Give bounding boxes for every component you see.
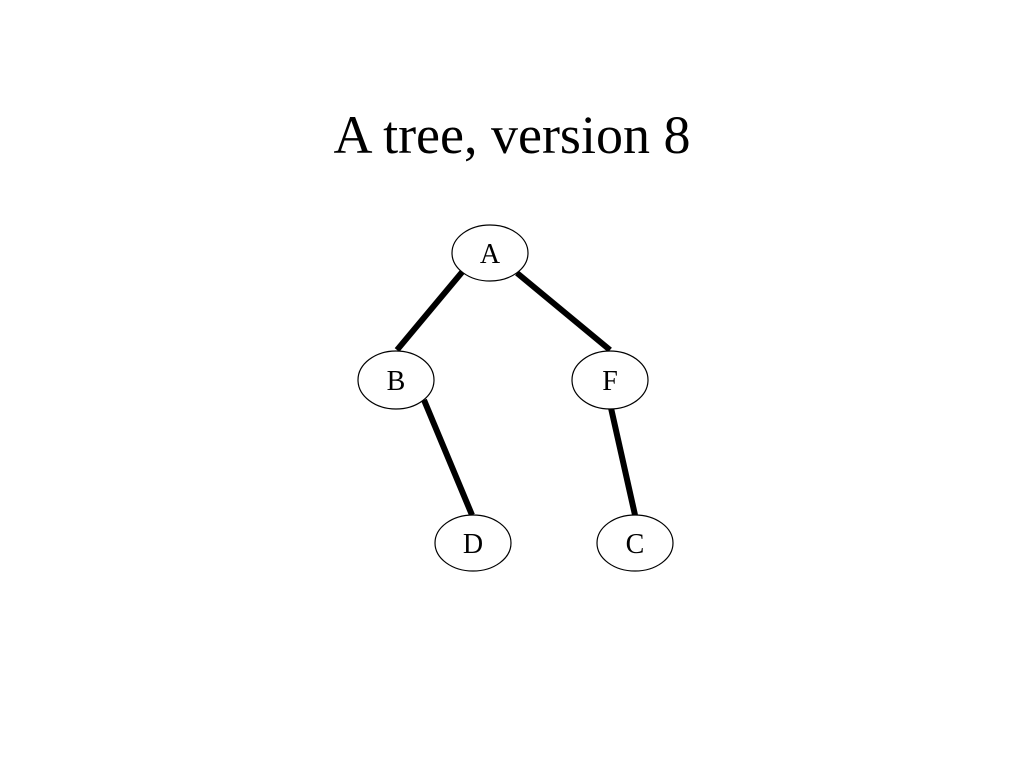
node-f-ellipse	[571, 350, 649, 410]
slide-title: A tree, version 8	[333, 105, 691, 165]
edge-b-d	[421, 398, 475, 517]
node-c-ellipse	[596, 514, 674, 572]
tree-node-d: D	[434, 514, 512, 572]
node-f-label: F	[602, 366, 618, 397]
edge-a-f	[515, 270, 612, 353]
node-b-ellipse	[357, 350, 435, 410]
edge-f-c	[608, 407, 638, 516]
node-a-label: A	[480, 239, 501, 270]
tree-node-f: F	[571, 350, 649, 410]
edge-a-b	[394, 269, 466, 352]
node-d-label: D	[463, 529, 483, 560]
node-d-ellipse	[434, 514, 512, 572]
node-c-label: C	[626, 529, 645, 560]
tree-node-a: A	[451, 224, 529, 282]
tree-edges	[394, 269, 638, 517]
tree-node-c: C	[596, 514, 674, 572]
node-a-ellipse	[451, 224, 529, 282]
node-b-label: B	[387, 366, 406, 397]
tree-node-b: B	[357, 350, 435, 410]
